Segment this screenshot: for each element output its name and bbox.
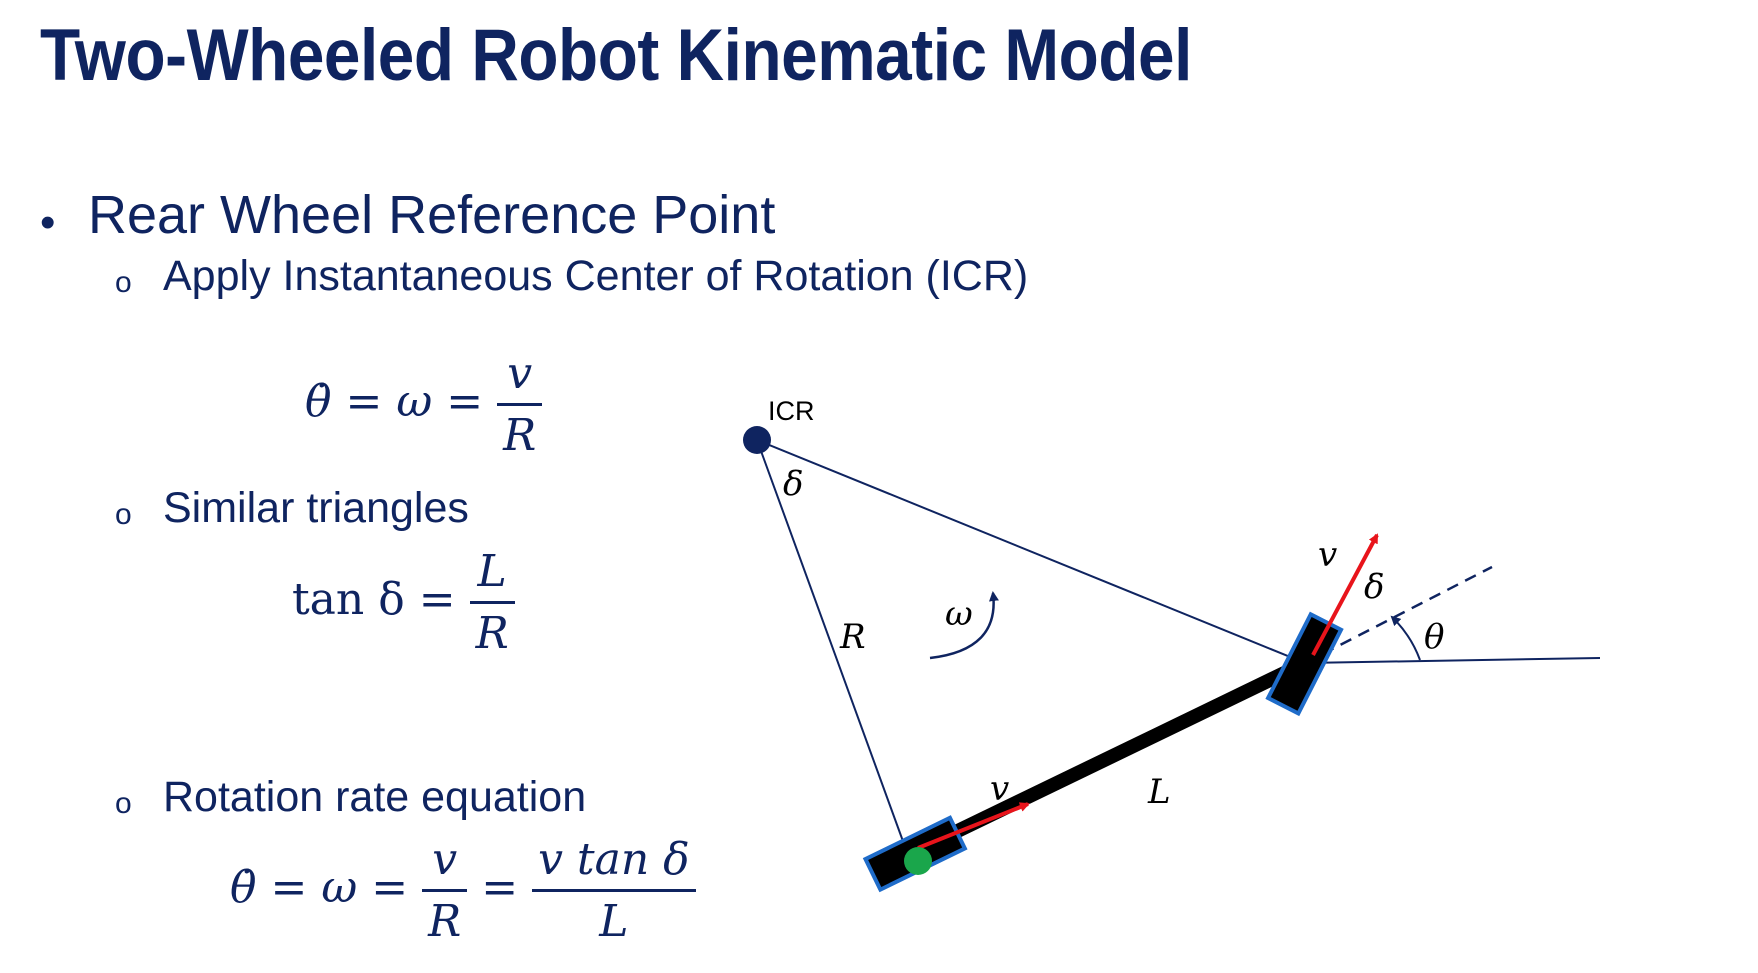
fraction: v tan δ L [532,834,696,947]
omega-label: ω [945,594,973,634]
fraction-numerator: v tan δ [538,834,690,885]
fraction-bar [469,601,515,604]
theta-label: θ [1424,617,1444,657]
sub-bullet-text: Apply Instantaneous Center of Rotation (… [163,252,1029,300]
circle-bullet-icon: o [115,498,132,531]
sub-bullet-text: Similar triangles [163,484,469,532]
fraction-bar [497,403,543,406]
front-velocity-label: v [1318,535,1337,575]
circle-bullet-icon: o [115,787,132,820]
rear-reference-point [904,847,932,875]
rear-velocity-label: v [990,769,1009,809]
fraction-numerator: L [477,546,507,597]
omega-arc-arrow [929,591,999,660]
l-label: L [1147,772,1171,812]
radius-line [756,439,909,856]
horizontal-reference-line [1304,657,1601,664]
heading-dashed-line [1304,565,1493,665]
delta-icr-label: δ [783,464,803,504]
fraction-denominator: L [599,896,629,947]
equation-tan-delta: tan δ = L R [292,546,515,659]
icr-label: ICR [768,396,815,426]
bullet-dot-icon: • [40,198,56,247]
robot-body [904,656,1309,862]
fraction-denominator: R [503,410,537,461]
fraction-bar [422,889,468,892]
fraction-numerator: v [432,834,458,885]
equation-lhs: θ̇ = ω = [230,862,409,913]
equation-equals: = [481,862,519,913]
equation-rotation-rate: θ̇ = ω = v R = v tan δ L [230,834,696,947]
front-velocity-arrow [1311,533,1379,656]
circle-bullet-icon: o [115,266,132,299]
equation-lhs: tan δ = [292,574,456,625]
fraction-numerator: v [507,348,533,399]
fraction-bar [532,889,696,892]
front-wheel [1265,611,1344,717]
fraction: L R [469,546,515,659]
icr-point [743,426,771,454]
fraction-denominator: R [428,896,462,947]
fraction: v R [422,834,468,947]
equation-theta-dot: θ̇ = ω = v R [305,348,543,461]
theta-arc [1390,615,1421,661]
delta-steer-label: δ [1364,567,1384,607]
rear-velocity-arrow [917,802,1030,850]
sub-bullet-text: Rotation rate equation [163,773,587,821]
fraction: v R [497,348,543,461]
fraction-denominator: R [475,608,509,659]
icr-to-front-line [756,439,1306,664]
bullet-text: Rear Wheel Reference Point [88,185,776,245]
equation-lhs: θ̇ = ω = [305,376,484,427]
slide-title: Two-Wheeled Robot Kinematic Model [40,15,1192,96]
r-label: R [839,617,866,657]
